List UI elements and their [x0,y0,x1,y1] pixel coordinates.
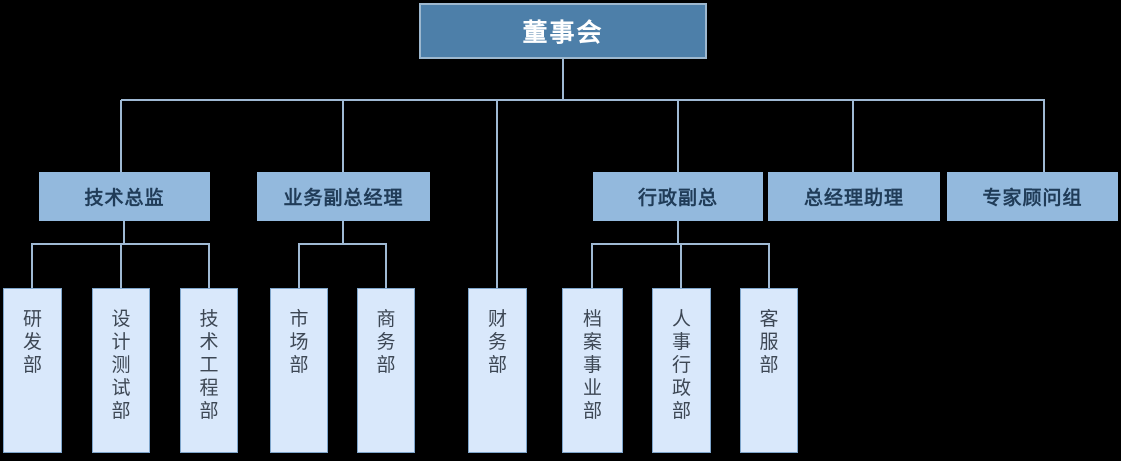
dept-label: 设计测试部 [111,309,131,422]
connector-drop-customer-service [768,244,770,288]
dept-label: 研发部 [22,309,42,376]
org-node-board: 董事会 [419,3,707,59]
connector-drop-expert-group [1043,100,1045,172]
connector-drop-archives [591,244,593,288]
dept-label: 市场部 [289,309,309,376]
connector-main-rail [121,99,1045,101]
connector-drop-hr-admin [680,244,682,288]
org-node-business-vp: 业务副总经理 [257,172,430,221]
connector-tech-trunk [123,221,125,245]
org-node-commerce-dept: 商务部 [357,288,415,453]
connector-business-rail [298,243,387,245]
org-node-customer-service-dept: 客服部 [740,288,798,453]
connector-drop-tech-director [120,100,122,172]
connector-drop-marketing [298,244,300,288]
connector-drop-gm-assistant [852,100,854,172]
org-node-tech-eng-dept: 技术工程部 [180,288,238,453]
connector-drop-design-test [120,244,122,288]
org-node-tech-director: 技术总监 [39,172,210,221]
connector-drop-rnd [31,244,33,288]
dept-label: 财务部 [487,309,507,376]
dept-label: 商务部 [376,309,396,376]
connector-business-trunk [342,221,344,245]
dept-label: 档案事业部 [582,309,602,422]
connector-drop-commerce [385,244,387,288]
org-node-marketing-dept: 市场部 [270,288,328,453]
dept-label: 客服部 [759,309,779,376]
org-node-archives-dept: 档案事业部 [562,288,623,453]
connector-drop-finance [496,100,498,288]
org-node-admin-vp: 行政副总 [593,172,763,221]
connector-drop-admin-vp [677,100,679,172]
dept-label: 技术工程部 [199,309,219,422]
org-node-expert-group: 专家顾问组 [947,172,1118,221]
org-node-finance-dept: 财务部 [468,288,527,453]
connector-drop-business-vp [342,100,344,172]
connector-admin-trunk [677,221,679,245]
org-node-design-test-dept: 设计测试部 [92,288,150,453]
org-node-rnd-dept: 研发部 [3,288,62,453]
dept-label: 人事行政部 [671,309,691,422]
connector-root-trunk [562,59,564,100]
connector-drop-tech-eng [208,244,210,288]
org-node-gm-assistant: 总经理助理 [768,172,940,221]
org-node-hr-admin-dept: 人事行政部 [652,288,711,453]
